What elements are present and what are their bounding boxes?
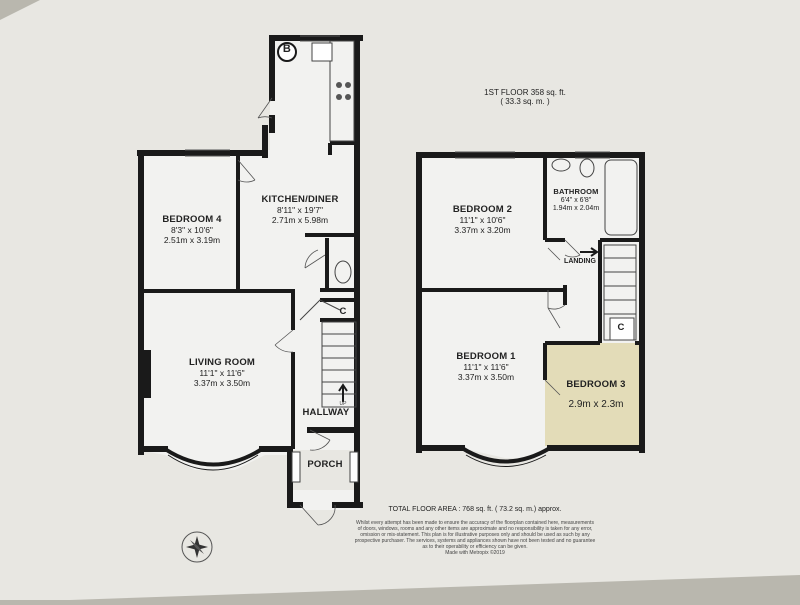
bathroom-room: BATHROOM 6'4" x 6'8" 1.94m x 2.04m <box>548 187 604 213</box>
landing-label: LANDING <box>564 258 596 265</box>
living-room-name: LIVING ROOM <box>188 357 256 368</box>
bedroom4-room: BEDROOM 4 8'3" x 10'6" 2.51m x 3.19m <box>148 214 236 245</box>
first-floor-area-header: 1ST FLOOR 358 sq. ft. ( 33.3 sq. m. ) <box>465 88 585 106</box>
bathroom-imperial: 6'4" x 6'8" <box>560 196 592 204</box>
stairs-up-label: UP <box>339 401 347 407</box>
hallway-label: HALLWAY <box>302 407 350 418</box>
first-floor-area: 1ST FLOOR 358 sq. ft. <box>484 88 566 97</box>
disclaimer-line: prospective purchaser. The services, sys… <box>354 538 596 544</box>
bedroom3-metric: 2.9m x 2.3m <box>568 398 624 410</box>
bedroom4-imperial: 8'3" x 10'6" <box>171 224 213 235</box>
ground-floor-plan <box>137 35 363 526</box>
disclaimer-line: of doors, windows, rooms and any other i… <box>357 526 593 532</box>
compass-icon <box>181 531 213 563</box>
bedroom4-name: BEDROOM 4 <box>162 214 222 225</box>
bedroom1-metric: 3.37m x 3.50m <box>457 371 515 382</box>
kitchen-imperial: 8'11" x 19'7" <box>277 204 323 215</box>
kitchen-diner-room: KITCHEN/DINER 8'11" x 19'7" 2.71m x 5.98… <box>245 194 355 225</box>
bedroom2-imperial: 11'1" x 10'6" <box>459 214 506 225</box>
living-room-imperial: 11'1" x 11'6" <box>199 367 245 378</box>
bedroom1-name: BEDROOM 1 <box>456 351 516 362</box>
first-floor-plan <box>416 151 645 467</box>
bedroom2-metric: 3.37m x 3.20m <box>454 224 511 235</box>
disclaimer: Whilst every attempt has been made to en… <box>290 520 660 556</box>
bedroom3-patch <box>545 343 640 446</box>
disclaimer-line: omission or mis-statement. This plan is … <box>360 532 590 538</box>
kitchen-metric: 2.71m x 5.98m <box>271 214 329 225</box>
boiler-label: B <box>282 43 292 55</box>
bedroom2-room: BEDROOM 2 11'1" x 10'6" 3.37m x 3.20m <box>425 204 540 235</box>
first-floor-area-metric: ( 33.3 sq. m. ) <box>500 97 550 107</box>
living-room: LIVING ROOM 11'1" x 11'6" 3.37m x 3.50m <box>172 357 272 388</box>
disclaimer-line: Whilst every attempt has been made to en… <box>356 520 594 526</box>
total-floor-area: TOTAL FLOOR AREA : 768 sq. ft. ( 73.2 sq… <box>388 506 562 513</box>
living-room-metric: 3.37m x 3.50m <box>193 377 251 388</box>
bathroom-metric: 1.94m x 2.04m <box>552 204 600 212</box>
boiler-symbol <box>277 42 297 62</box>
bedroom3-name: BEDROOM 3 <box>566 379 626 390</box>
bathroom-name: BATHROOM <box>553 187 599 196</box>
ground-cupboard-label: C <box>339 306 347 317</box>
bedroom1-imperial: 11'1" x 11'6" <box>463 361 509 372</box>
porch-label: PORCH <box>307 459 343 470</box>
disclaimer-credit: Made with Metropix ©2019 <box>445 550 505 556</box>
first-cupboard-label: C <box>617 322 625 333</box>
disclaimer-line: as to their operability or efficiency ca… <box>422 544 528 550</box>
kitchen-name: KITCHEN/DINER <box>261 194 339 205</box>
bedroom2-name: BEDROOM 2 <box>452 204 513 215</box>
bedroom3-room: BEDROOM 3 2.9m x 2.3m <box>553 379 639 410</box>
bedroom4-metric: 2.51m x 3.19m <box>163 234 221 245</box>
bedroom1-room: BEDROOM 1 11'1" x 11'6" 3.37m x 3.50m <box>430 351 542 382</box>
